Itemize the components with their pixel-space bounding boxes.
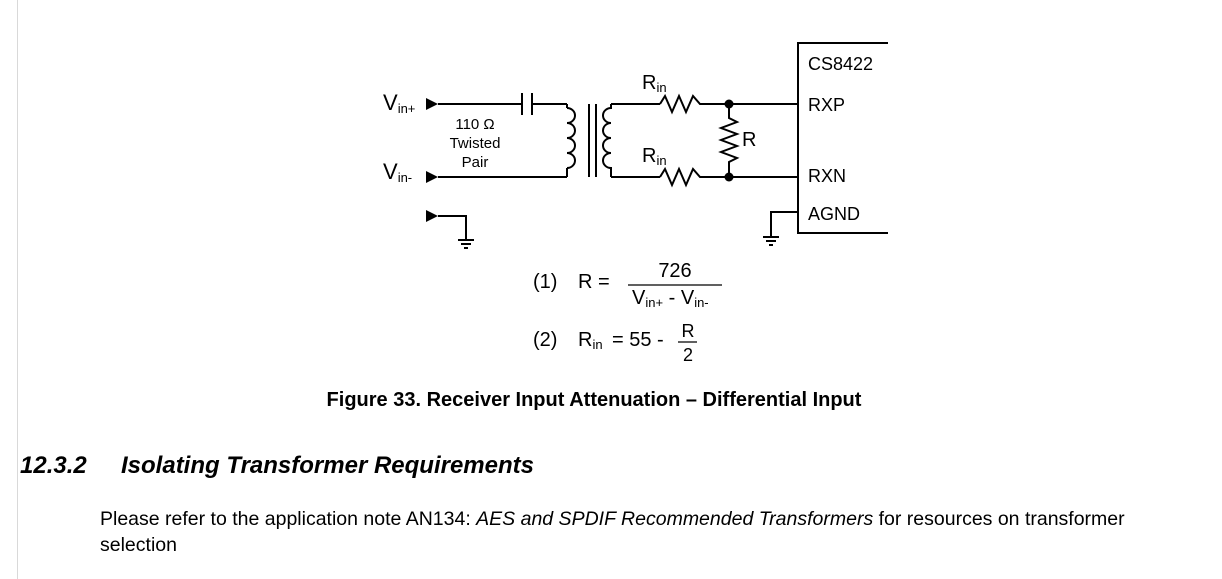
cable-impedance: 110 Ω (455, 116, 494, 133)
eq1-denominator: Vin+ - Vin- (632, 287, 709, 310)
pin-rxp-label: RXP (808, 95, 845, 115)
rin-label-top: Rin (642, 72, 667, 95)
agnd-wire (770, 211, 798, 237)
rin-resistor-bottom (659, 166, 729, 188)
vin-minus-label: Vin- (383, 159, 412, 185)
rin-label-bottom: Rin (642, 145, 667, 168)
section-heading: 12.3.2 Isolating Transformer Requirements (20, 452, 534, 480)
transformer-primary-coil (566, 104, 576, 177)
eq1-index: (1) (533, 271, 557, 293)
rin-resistor-top (659, 93, 729, 115)
eq2-lhs: Rin (578, 329, 603, 352)
chip-name: CS8422 (808, 54, 873, 74)
eq1-numerator: 726 (658, 260, 691, 282)
vin-plus-label: Vin+ (383, 90, 415, 116)
transformer-secondary-coil (602, 103, 660, 178)
capacitor (521, 93, 567, 115)
cable-type-line2: Pair (462, 154, 489, 171)
eq1-lhs: R = (578, 271, 610, 293)
eq2-frac-numerator: R (682, 321, 695, 341)
app-note-title: AES and SPDIF Recommended Transformers (476, 508, 874, 530)
page-margin-rule (0, 0, 18, 579)
section-number: 12.3.2 (20, 452, 87, 479)
shield-ground-symbol (458, 239, 474, 249)
junction-dot-top (724, 99, 734, 109)
eq2-rhs: = 55 - (612, 329, 664, 351)
para-text-end: for resources on transformer selection (100, 508, 1125, 556)
agnd-ground-symbol (763, 236, 779, 246)
chip-outline (797, 42, 888, 234)
vin-minus-arrow (426, 171, 438, 183)
vin-plus-arrow (426, 98, 438, 110)
receiver-schematic: CS8422 RXP RXN AGND Vin+ Vin- 110 Ω Twis… (383, 42, 888, 365)
para-text-start: Please refer to the application note AN1… (100, 508, 477, 530)
shunt-resistor (718, 104, 740, 177)
figure-caption: Figure 33. Receiver Input Attenuation – … (326, 389, 862, 411)
cable-type-line1: Twisted (450, 135, 501, 152)
junction-dot-bottom (724, 172, 734, 182)
eq2-index: (2) (533, 329, 557, 351)
eq2-frac-denominator: 2 (683, 345, 693, 365)
shield-wire (438, 215, 467, 240)
shunt-r-label: R (742, 129, 756, 151)
body-paragraph: Please refer to the application note AN1… (100, 506, 1200, 558)
pin-rxn-label: RXN (808, 166, 846, 186)
pin-agnd-label: AGND (808, 204, 860, 224)
section-title: Isolating Transformer Requirements (121, 452, 534, 479)
shield-arrow (426, 210, 438, 222)
